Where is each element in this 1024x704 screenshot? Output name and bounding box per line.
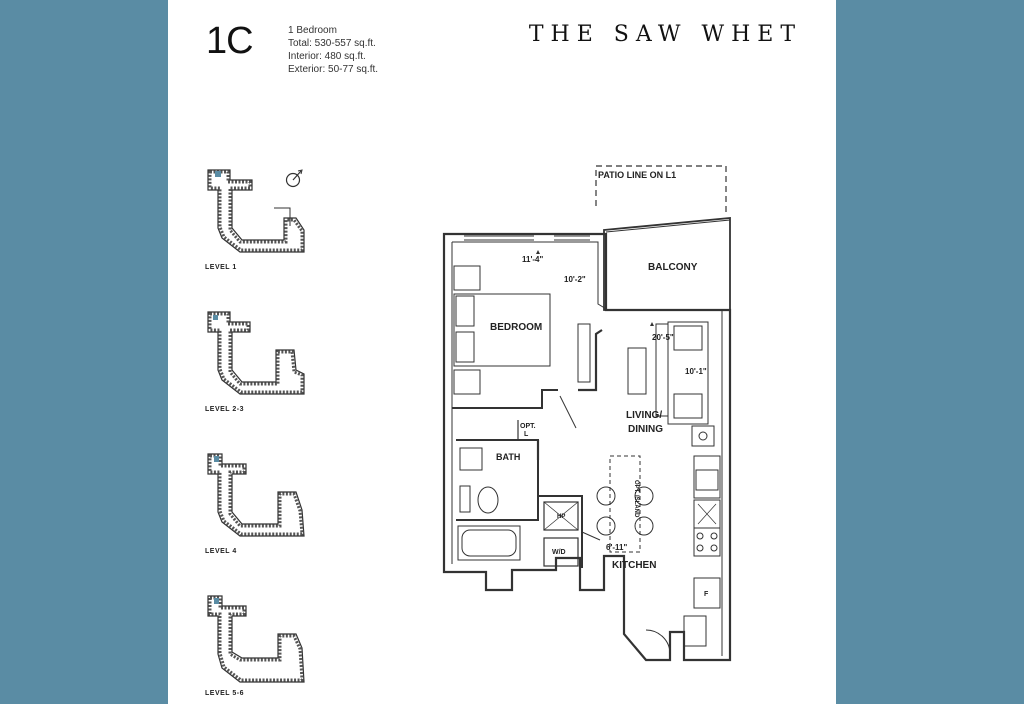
key-plan-label: LEVEL 2-3 (205, 406, 244, 413)
key-plan-label: LEVEL 1 (205, 264, 237, 271)
bedroom-label: BEDROOM (490, 322, 542, 333)
floor-plan-sheet: 1C 1 Bedroom Total: 530-557 sq.ft. Inter… (168, 0, 836, 704)
hp-label: HP (557, 514, 565, 520)
bedroom-width: 11'-4" (522, 255, 543, 264)
key-plan-level-4: LEVEL 4 (204, 452, 314, 562)
key-plan-level-2-3: LEVEL 2-3 (204, 310, 314, 420)
unit-info: 1 Bedroom Total: 530-557 sq.ft. Interior… (288, 24, 378, 76)
opt-l-label: OPT. (520, 423, 536, 430)
patio-line-label: PATIO LINE ON L1 (598, 170, 676, 180)
bath-label: BATH (496, 452, 520, 462)
living-depth: 10'-1" (685, 367, 707, 376)
key-plan-label: LEVEL 5-6 (205, 690, 244, 697)
bedroom-depth: 10'-2" (564, 275, 586, 284)
wd-label: W/D (552, 549, 566, 556)
total-area: Total: 530-557 sq.ft. (288, 38, 376, 49)
key-plan-level-5-6: LEVEL 5-6 (204, 594, 314, 704)
living-dining-label-1: LIVING/ (626, 410, 662, 421)
interior-area: Interior: 480 sq.ft. (288, 51, 366, 62)
floor-plan-drawing: PATIO LINE ON L1 BALCONY BEDROOM 11'-4" … (442, 165, 732, 662)
living-dining-label-2: DINING (628, 424, 663, 435)
brand-logo: THE SAW WHET (528, 22, 802, 47)
fridge-label: F (704, 591, 709, 598)
kitchen-width: 6'-11" (606, 543, 627, 552)
key-plan-level-1: LEVEL 1 (204, 168, 314, 278)
opt-l-label-2: L (524, 431, 529, 438)
key-plan-label: LEVEL 4 (205, 548, 237, 555)
living-width: 20'-5" (652, 333, 674, 342)
opt-island-label: OPT. ISLAND (633, 480, 639, 518)
balcony-label: BALCONY (648, 262, 698, 273)
north-arrow-icon (285, 169, 303, 188)
bedroom-count: 1 Bedroom (288, 25, 337, 36)
kitchen-label: KITCHEN (612, 560, 656, 571)
exterior-area: Exterior: 50-77 sq.ft. (288, 64, 379, 75)
unit-code: 1C (206, 20, 254, 62)
